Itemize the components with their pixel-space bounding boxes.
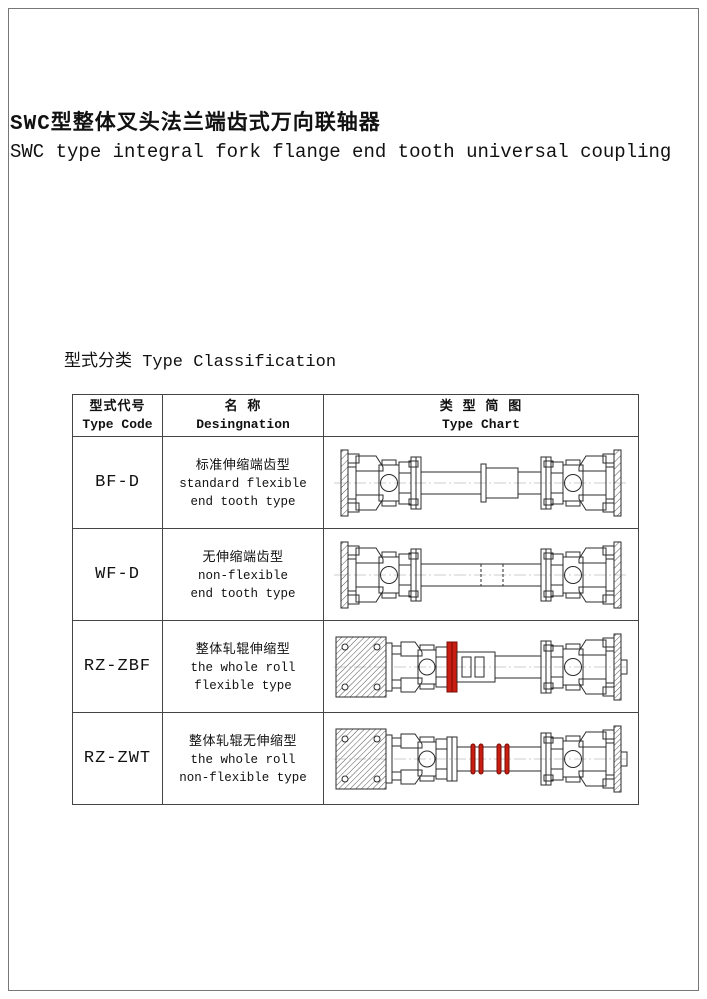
wf-d-coupling-diagram <box>334 541 628 608</box>
rz-zbf-coupling-diagram <box>334 633 628 700</box>
header-type-code: 型式代号 Type Code <box>72 394 163 437</box>
designation-cell: 无伸缩端齿型 non-flexible end tooth type <box>162 528 324 621</box>
section-heading: 型式分类 Type Classification <box>64 353 337 372</box>
designation-en-line1: the whole roll <box>190 753 296 767</box>
designation-zh: 整体轧辊伸缩型 <box>195 642 291 657</box>
designation-en-line2: end tooth type <box>190 586 296 601</box>
header-type-code-zh: 型式代号 <box>89 398 146 414</box>
designation-en-line1: standard flexible <box>179 477 307 491</box>
type-code-cell: BF-D <box>72 436 163 529</box>
header-type-chart-en: Type Chart <box>441 416 520 432</box>
header-designation-en: Desingnation <box>196 416 290 432</box>
type-code-cell: RZ-ZWT <box>72 712 163 805</box>
type-chart-cell <box>323 436 639 529</box>
title-chinese: SWC型整体叉头法兰端齿式万向联轴器 <box>10 113 381 136</box>
table-row-bf-d: BF-D 标准伸缩端齿型 standard flexible end tooth… <box>72 436 639 529</box>
title-english: SWC type integral fork flange end tooth … <box>10 141 672 163</box>
designation-cell: 整体轧辊伸缩型 the whole roll flexible type <box>162 620 324 713</box>
table-row-wf-d: WF-D 无伸缩端齿型 non-flexible end tooth type <box>72 528 639 621</box>
type-chart-cell <box>323 528 639 621</box>
type-code-cell: WF-D <box>72 528 163 621</box>
header-designation-zh: 名 称 <box>224 398 262 414</box>
table-header-row: 型式代号 Type Code 名 称 Desingnation 类 型 简 图 … <box>72 394 639 437</box>
designation-en-line2: non-flexible type <box>179 770 307 785</box>
table-row-rz-zbf: RZ-ZBF 整体轧辊伸缩型 the whole roll flexible t… <box>72 620 639 713</box>
rz-zwt-coupling-diagram <box>334 725 628 792</box>
designation-zh: 整体轧辊无伸缩型 <box>188 734 297 749</box>
header-type-chart: 类 型 简 图 Type Chart <box>323 394 639 437</box>
designation-zh: 标准伸缩端齿型 <box>195 458 291 473</box>
designation-zh: 无伸缩端齿型 <box>202 550 284 565</box>
header-type-code-en: Type Code <box>82 416 153 432</box>
header-type-chart-zh: 类 型 简 图 <box>439 398 523 414</box>
designation-en-line2: flexible type <box>194 678 292 693</box>
type-chart-cell <box>323 712 639 805</box>
type-code-cell: RZ-ZBF <box>72 620 163 713</box>
header-designation: 名 称 Desingnation <box>162 394 324 437</box>
designation-en-line2: end tooth type <box>190 494 296 509</box>
table-row-rz-zwt: RZ-ZWT 整体轧辊无伸缩型 the whole roll non-flexi… <box>72 712 639 805</box>
designation-en-line1: non-flexible <box>197 569 288 583</box>
type-classification-table: 型式代号 Type Code 名 称 Desingnation 类 型 简 图 … <box>72 394 639 805</box>
bf-d-coupling-diagram <box>334 449 628 516</box>
designation-en-line1: the whole roll <box>190 661 296 675</box>
type-chart-cell <box>323 620 639 713</box>
designation-cell: 整体轧辊无伸缩型 the whole roll non-flexible typ… <box>162 712 324 805</box>
designation-cell: 标准伸缩端齿型 standard flexible end tooth type <box>162 436 324 529</box>
